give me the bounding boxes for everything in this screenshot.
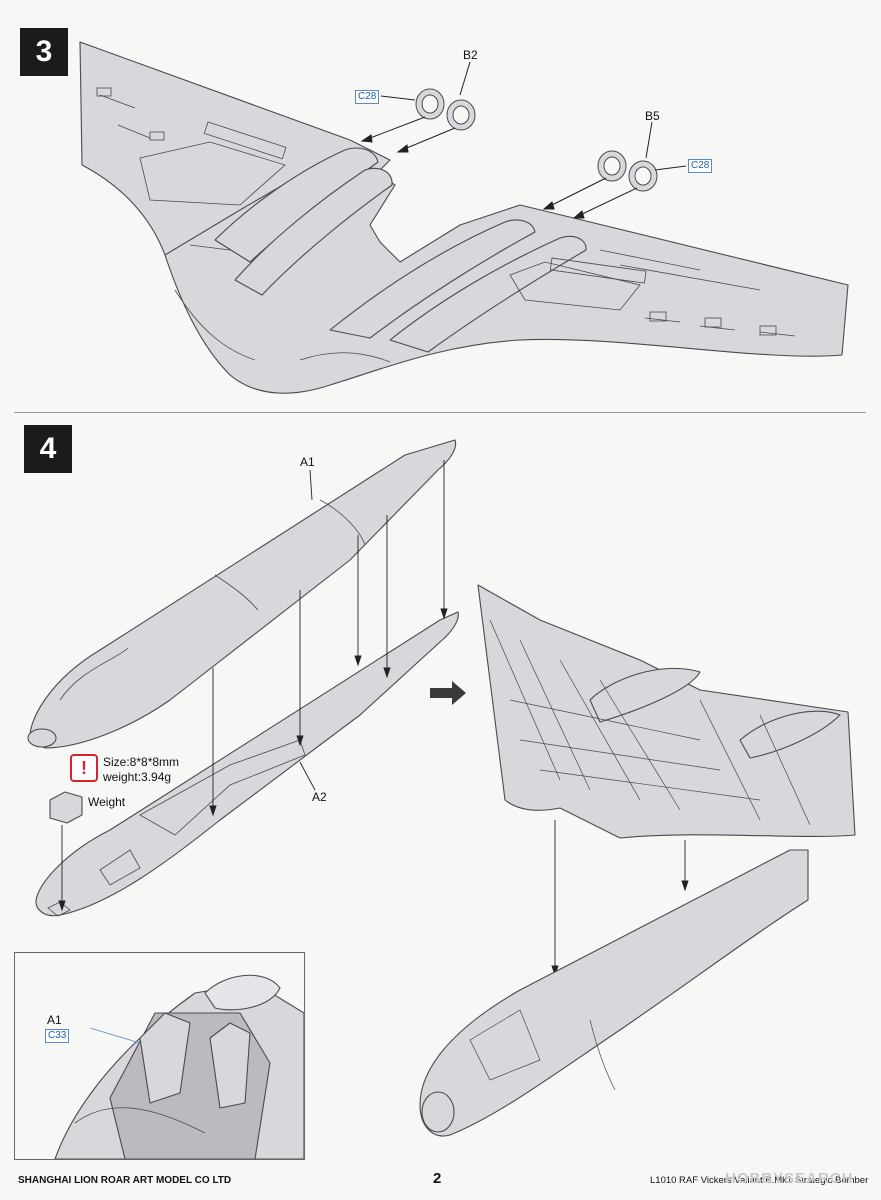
part-label-b5: B5 bbox=[645, 109, 660, 123]
step-4-fuselage-illustration bbox=[27, 439, 856, 1137]
footer-company: SHANGHAI LION ROAR ART MODEL CO LTD bbox=[18, 1175, 232, 1186]
weight-label: Weight bbox=[88, 795, 126, 809]
step-4-badge: 4 bbox=[24, 425, 72, 473]
inset-part-label-a1: A1 bbox=[47, 1013, 62, 1027]
step-3-badge: 3 bbox=[20, 28, 68, 76]
inset-ref-tag: C33 bbox=[45, 1029, 70, 1043]
step-3-panel bbox=[14, 20, 866, 413]
ref-tag-b5: C28 bbox=[688, 159, 713, 173]
part-label-a2: A2 bbox=[312, 790, 327, 804]
part-label-a1: A1 bbox=[300, 455, 315, 469]
watermark: HOBBYSEARCH bbox=[725, 1170, 854, 1187]
weight-size: Size:8*8*8mm bbox=[103, 755, 180, 769]
cockpit-illustration bbox=[54, 974, 304, 1159]
footer-product: L1010 RAF Vickers Valiant B.Mk1 Strategi… bbox=[650, 1175, 869, 1186]
step-3-wing-illustration bbox=[79, 41, 849, 394]
part-label-b2: B2 bbox=[463, 48, 478, 62]
footer-page-number: 2 bbox=[433, 1170, 442, 1187]
alert-icon: ! bbox=[70, 754, 98, 782]
weight-mass: weight:3.94g bbox=[103, 770, 172, 784]
cockpit-detail-inset: A1 C33 bbox=[14, 952, 305, 1160]
ref-tag-b2: C28 bbox=[355, 90, 380, 104]
